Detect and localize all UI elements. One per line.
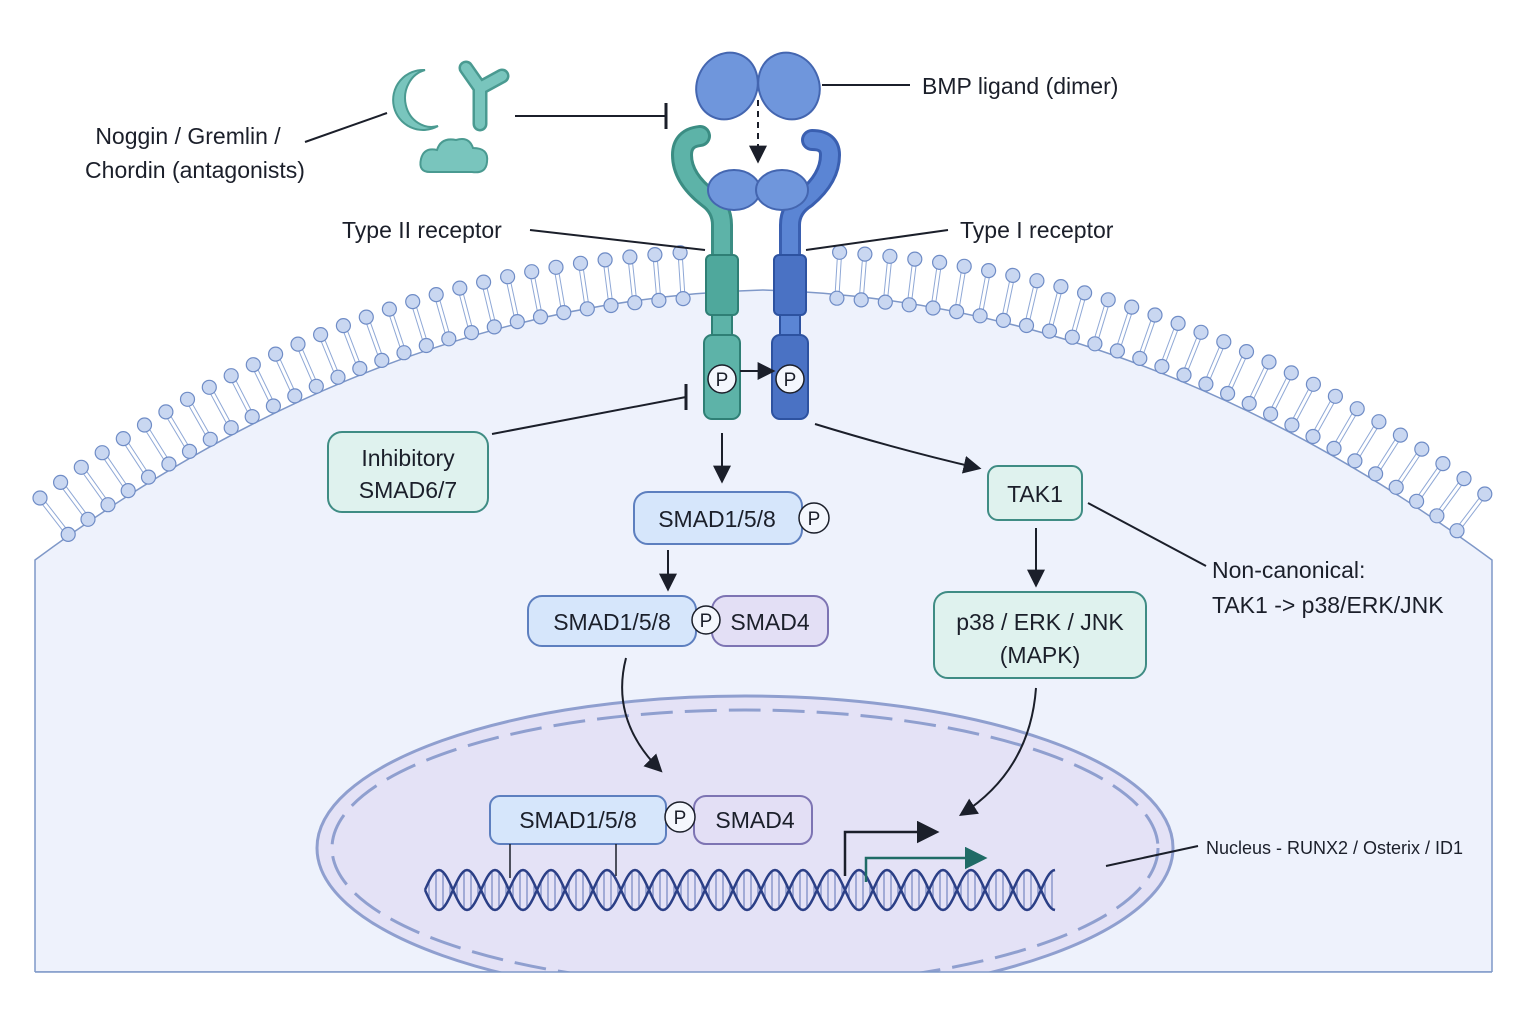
svg-text:P: P	[808, 509, 821, 530]
antagonists-label-line1: Noggin / Gremlin /	[95, 123, 281, 149]
phosphate-icon: P P	[707, 364, 805, 394]
bound-ligand-icon	[707, 169, 809, 211]
non-canonical-label-line2: TAK1 -> p38/ERK/JNK	[1212, 592, 1444, 618]
inhibitory-smad-box: Inhibitory SMAD6/7	[327, 431, 489, 513]
svg-text:SMAD4: SMAD4	[730, 609, 809, 635]
dna-helix-icon	[423, 868, 1056, 912]
transcription-arrow-icon	[843, 820, 988, 882]
svg-text:SMAD1/5/8: SMAD1/5/8	[519, 807, 637, 833]
svg-text:SMAD4: SMAD4	[715, 807, 794, 833]
antagonists-label-line2: Chordin (antagonists)	[85, 157, 305, 183]
svg-text:P: P	[674, 808, 687, 829]
nuclear-smad-complex-box: SMAD1/5/8 SMAD4 P	[489, 795, 813, 845]
smad-complex-box: SMAD1/5/8 SMAD4 P	[527, 595, 829, 647]
svg-text:SMAD6/7: SMAD6/7	[359, 477, 457, 503]
svg-text:(MAPK): (MAPK)	[1000, 642, 1081, 668]
nucleus	[315, 694, 1175, 1002]
svg-text:SMAD1/5/8: SMAD1/5/8	[553, 609, 671, 635]
svg-text:P: P	[784, 370, 797, 391]
svg-text:Inhibitory: Inhibitory	[361, 445, 455, 471]
cell-membrane	[32, 244, 1493, 543]
tak1-box: TAK1	[987, 465, 1083, 521]
type-i-receptor-label: Type I receptor	[960, 217, 1114, 243]
svg-text:P: P	[716, 370, 729, 391]
type-ii-receptor-label: Type II receptor	[342, 217, 502, 243]
nucleus-label: Nucleus - RUNX2 / Osterix / ID1	[1206, 838, 1463, 858]
svg-text:SMAD1/5/8: SMAD1/5/8	[658, 506, 776, 532]
mapk-box: p38 / ERK / JNK (MAPK)	[933, 591, 1147, 679]
ligand-label: BMP ligand (dimer)	[922, 73, 1118, 99]
smad158-phosphorylated-box: SMAD1/5/8 P	[633, 491, 830, 545]
svg-text:TAK1: TAK1	[1007, 481, 1063, 507]
antagonist-icons	[392, 60, 510, 174]
ligand-dimer-icon	[695, 51, 821, 121]
svg-text:p38 / ERK / JNK: p38 / ERK / JNK	[956, 609, 1124, 635]
svg-text:P: P	[700, 611, 713, 632]
non-canonical-label-line1: Non-canonical:	[1212, 557, 1365, 583]
